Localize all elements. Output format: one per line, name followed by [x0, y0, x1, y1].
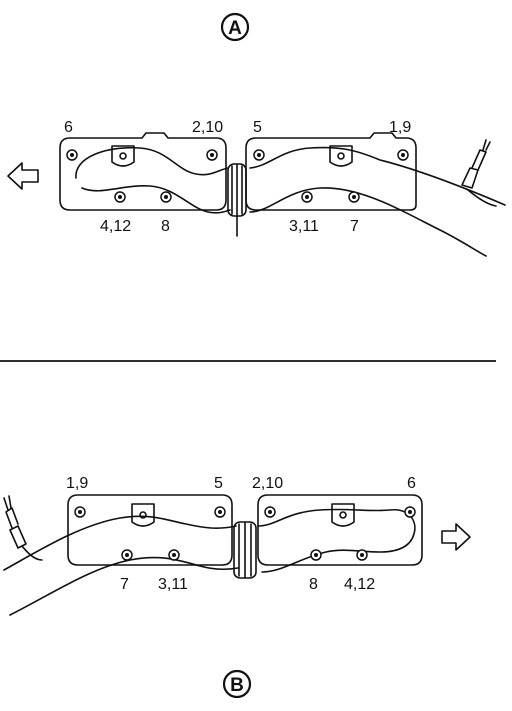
label-b-left-top-left: 1,9 [66, 475, 88, 492]
bolt-b-right-bottom-right [356, 549, 368, 561]
pipe-a-right-upper [249, 146, 506, 206]
view-b-label-text: B [230, 675, 244, 696]
bolt-b-left-top-right [214, 506, 226, 518]
pipe-b-left-upper [3, 515, 237, 571]
label-b-right-bottom-left: 8 [309, 576, 318, 593]
bracket-b-left [131, 503, 155, 527]
bracket-a-left [111, 145, 135, 167]
bolt-a-left-top-right [206, 149, 218, 161]
bolt-a-left-top-left [66, 149, 78, 161]
bolt-b-left-bottom-left [121, 549, 133, 561]
bracket-a-right-hole [337, 152, 345, 160]
bolt-b-left-top-left [74, 506, 86, 518]
bolt-a-right-top-right [397, 149, 409, 161]
right-flange-a [245, 132, 417, 211]
view-a-label-text: A [228, 18, 242, 39]
bolt-a-left-bottom-left [114, 191, 126, 203]
oxygen-sensor-a [461, 139, 497, 207]
bracket-b-left-hole [139, 511, 147, 519]
oxygen-sensor-b [3, 495, 43, 561]
label-a-left-bottom-right: 8 [161, 218, 170, 235]
label-a-right-top-left: 5 [253, 119, 262, 136]
label-b-right-bottom-right: 4,12 [344, 576, 375, 593]
pipe-b-right [257, 508, 416, 573]
bolt-b-right-bottom-left [310, 549, 322, 561]
view-b-label: B [222, 669, 252, 699]
pipe-a-left-lower [81, 185, 231, 214]
pipe-b-left-lower [9, 556, 239, 616]
label-a-right-bottom-right: 7 [350, 218, 359, 235]
label-a-left-top-right: 2,10 [192, 119, 223, 136]
right-flange-b [257, 494, 423, 566]
label-a-left-bottom-left: 4,12 [100, 218, 131, 235]
label-b-right-top-left: 2,10 [252, 475, 283, 492]
bracket-a-left-hole [119, 152, 127, 160]
pipe-a-right-lower [249, 187, 487, 257]
center-joint-a [227, 163, 247, 237]
label-a-right-top-right: 1,9 [389, 119, 411, 136]
label-b-right-top-right: 6 [407, 475, 416, 492]
view-a-label: A [220, 12, 250, 42]
label-a-left-top-left: 6 [64, 119, 73, 136]
label-b-left-bottom-left: 7 [120, 576, 129, 593]
bracket-a-right [329, 145, 353, 167]
center-joint-b [233, 521, 257, 579]
direction-arrow-right-icon [441, 523, 471, 551]
bolt-a-right-bottom-left [301, 191, 313, 203]
bolt-b-left-bottom-right [168, 549, 180, 561]
bolt-a-right-bottom-right [348, 191, 360, 203]
bracket-b-right-hole [339, 511, 347, 519]
bracket-b-right [331, 503, 355, 527]
view-a: A [7, 12, 506, 257]
bolt-a-left-bottom-right [160, 191, 172, 203]
view-b: 1,9 5 7 3,11 2,10 6 8 4,12 B [3, 475, 471, 699]
left-flange-b [67, 494, 233, 566]
bolt-a-right-top-left [253, 149, 265, 161]
bolt-b-right-top-right [404, 506, 416, 518]
label-b-left-top-right: 5 [214, 475, 223, 492]
label-b-left-bottom-right: 3,11 [158, 576, 188, 593]
view-a-label-circle [220, 12, 250, 42]
pipe-a-left-upper [75, 147, 229, 179]
left-flange-a [59, 132, 227, 211]
label-a-right-bottom-left: 3,11 [289, 218, 319, 235]
direction-arrow-left-icon [7, 162, 39, 190]
view-b-label-circle [222, 669, 252, 699]
bolt-b-right-top-left [264, 506, 276, 518]
